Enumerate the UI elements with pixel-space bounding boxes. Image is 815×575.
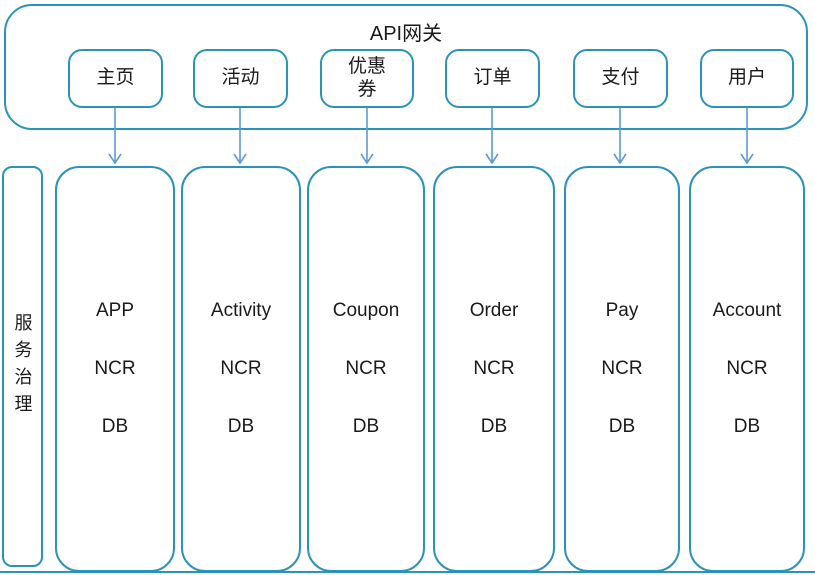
service-column-app: APP NCR DB [55, 166, 175, 572]
arrow-activity-to-activity-icon [232, 107, 248, 167]
gateway-tab-account-label: 用户 [727, 67, 766, 89]
gateway-tab-coupon: 优惠券 [320, 49, 414, 108]
gateway-tab-pay: 支付 [573, 49, 668, 108]
service-name: Activity [210, 300, 272, 321]
gateway-tab-order: 订单 [445, 49, 540, 108]
service-column-account: Account NCR DB [689, 166, 805, 572]
gateway-tab-activity-label: 活动 [221, 67, 260, 89]
api-gateway-title: API网关 [369, 23, 443, 45]
service-name: Pay [605, 300, 639, 321]
arrow-order-to-order-icon [484, 107, 500, 167]
gateway-tab-account: 用户 [700, 49, 794, 108]
service-name: APP [95, 300, 135, 321]
service-db: DB [608, 416, 636, 437]
service-cache: NCR [220, 358, 262, 379]
service-cache: NCR [345, 358, 387, 379]
service-name: Coupon [332, 300, 400, 321]
arrow-account-to-account-icon [739, 107, 755, 167]
gateway-tab-coupon-label: 优惠券 [347, 55, 386, 100]
service-cache: NCR [726, 358, 768, 379]
arrow-pay-to-pay-icon [612, 107, 628, 167]
service-db: DB [101, 416, 129, 437]
service-name: Account [712, 300, 782, 321]
service-cache: NCR [94, 358, 136, 379]
gateway-tab-order-label: 订单 [473, 67, 512, 89]
service-column-order: Order NCR DB [433, 166, 555, 572]
service-db: DB [733, 416, 761, 437]
service-column-activity: Activity NCR DB [181, 166, 301, 572]
service-name: Order [469, 300, 519, 321]
service-db: DB [480, 416, 508, 437]
service-cache: NCR [473, 358, 515, 379]
service-column-coupon: Coupon NCR DB [307, 166, 425, 572]
gateway-tab-pay-label: 支付 [601, 67, 640, 89]
arrow-coupon-to-coupon-icon [359, 107, 375, 167]
service-cache: NCR [601, 358, 643, 379]
service-db: DB [352, 416, 380, 437]
service-column-pay: Pay NCR DB [564, 166, 680, 572]
service-governance-label: 服务治理 [12, 312, 33, 421]
gateway-tab-activity: 活动 [193, 49, 288, 108]
bottom-boundary-line [0, 571, 815, 573]
gateway-tab-home-label: 主页 [96, 67, 135, 89]
service-governance-bar: 服务治理 [2, 166, 43, 567]
service-db: DB [227, 416, 255, 437]
gateway-tab-home: 主页 [68, 49, 163, 108]
arrow-home-to-app-icon [107, 107, 123, 167]
